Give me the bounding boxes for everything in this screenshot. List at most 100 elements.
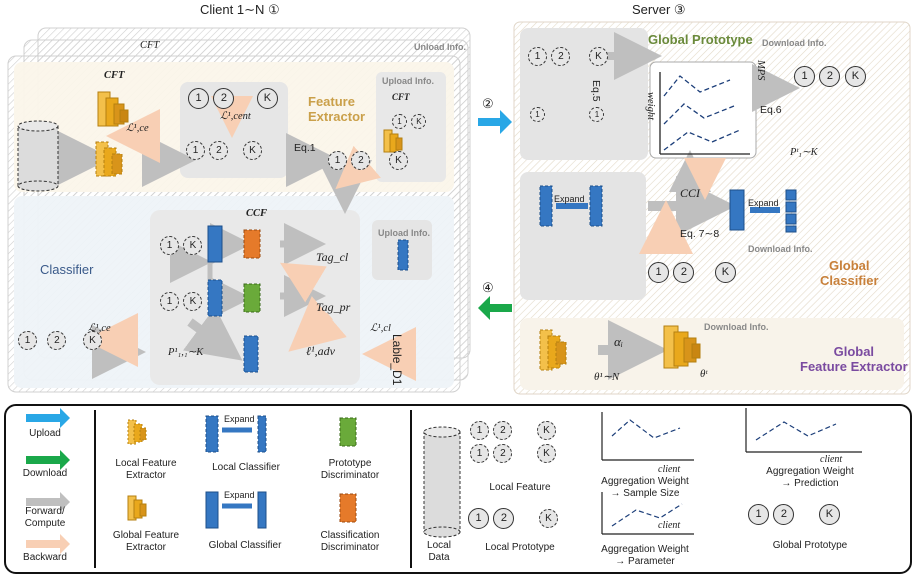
legend-global-fe-icon — [127, 495, 147, 521]
server-global-classifier-protos: 1 2 K — [648, 262, 736, 283]
loss-adv-label: ℓ¹,adv — [306, 344, 335, 358]
global-prototype-1: 1 — [794, 66, 815, 87]
feature-k: K — [82, 331, 102, 350]
legend-global-prototype-label: Global Prototype — [772, 540, 848, 551]
download-info-label-2: Download Info. — [748, 244, 813, 254]
cci-label: CCI — [680, 186, 701, 200]
legend-param-weight-plot — [601, 492, 694, 535]
global-prototype-2: 2 — [673, 262, 695, 283]
legend-divider — [410, 410, 412, 568]
feature-2: 2 — [47, 331, 67, 350]
forward-arrow — [183, 306, 243, 361]
legend-global-prototype-icons: 1 2 K — [748, 504, 840, 525]
legend-local-fe-label: Local Feature Extractor — [115, 458, 177, 481]
local-feature-row: 1 2 K — [186, 140, 262, 160]
global-prototype-1: 1 — [648, 262, 669, 283]
loss-ce-classifier-label: ℒ¹,ce — [88, 323, 111, 334]
prototype-2: 2 — [493, 508, 515, 529]
server-weight-axis: weight — [645, 92, 656, 120]
feature-k: K — [183, 292, 203, 311]
legend-client-axis: client — [658, 520, 681, 531]
proto-k-label: Pᵗ₁∼K — [790, 147, 818, 158]
eq1-label: Eq.1 — [294, 142, 316, 154]
global-prototype-2: 2 — [773, 504, 795, 525]
global-classifier-title-line2: Classifier — [820, 273, 879, 288]
feature-2: 2 — [209, 141, 229, 160]
proto-ck-label: P¹₁,₁∼K — [168, 347, 204, 358]
prototype-1: 1 — [468, 508, 489, 529]
client-title: Client 1∼N ① — [200, 2, 280, 18]
global-classifier-icon — [207, 225, 223, 263]
local-feature-extractor-icon — [97, 91, 129, 127]
client-title-text: Client 1∼N — [200, 2, 265, 17]
prototype-1: 1 — [160, 236, 179, 255]
global-fe-title-line1: Global — [833, 344, 875, 359]
legend-agg-param-label: Aggregation Weight → Parameter — [601, 544, 689, 567]
ccf-proto-stack: 1 K — [160, 230, 203, 255]
legend-local-classifier-icon — [205, 415, 219, 453]
feature-extractor-title-line1: Feature — [308, 94, 355, 109]
global-prototype-k: K — [818, 504, 840, 525]
legend-forward-label: Forward/ Compute — [24, 506, 66, 529]
legend-box — [4, 404, 912, 574]
feature-1: 1 — [18, 331, 37, 350]
legend-global-classifier-label: Global Classifier — [208, 540, 282, 551]
legend-download-label: Download — [22, 468, 68, 479]
client-step-badge: ① — [267, 2, 280, 17]
legend-expanded-classifier — [257, 415, 267, 453]
feature-1: 1 — [470, 421, 489, 440]
cft-back-label: CFT — [140, 40, 160, 51]
prototype-1: 1 — [188, 88, 209, 109]
loss-ce-label: ℒ¹,ce — [126, 123, 149, 134]
tag-cl-label: Tag_cl — [316, 250, 349, 264]
upload-arrow — [478, 110, 512, 134]
server-local-fe-stack — [539, 329, 567, 371]
global-prototype-2: 2 — [819, 66, 841, 87]
eq5-label: Eq.5 — [590, 80, 602, 102]
upload-legend-arrow — [26, 408, 70, 428]
upload-step-badge: ② — [482, 96, 494, 111]
download-legend-arrow — [26, 450, 70, 470]
classifier-title: Classifier — [40, 262, 94, 277]
legend-classification-discriminator-icon — [339, 493, 357, 523]
feature-k: K — [536, 444, 556, 463]
classifier-feature-row: 1 2 K — [18, 330, 102, 350]
prototype-k: K — [388, 151, 408, 170]
legend-expanded-classifier — [257, 491, 267, 529]
server-expanded-classifier — [785, 189, 797, 233]
server-classifier-box — [520, 172, 646, 300]
legend-local-prototype-icons: 1 2 K — [468, 508, 558, 529]
legend-agg-sample-label: Aggregation Weight → Sample Size — [601, 476, 689, 499]
legend-divider — [94, 410, 96, 568]
classification-discriminator-icon — [243, 229, 261, 259]
backward-arrow — [288, 296, 347, 352]
feature-1: 1 — [470, 444, 489, 463]
global-prototype-k: K — [714, 262, 736, 283]
eq6-label: Eq.6 — [760, 104, 782, 116]
prototype-n: 1 — [589, 107, 605, 122]
ccf-label: CCF — [246, 208, 268, 219]
feature-extractor-title: Feature Extractor — [308, 94, 365, 124]
legend-client-axis: client — [658, 464, 681, 475]
server-step-badge: ③ — [673, 2, 686, 17]
expand-label: Expand — [554, 194, 585, 204]
prototype-discriminator-icon — [243, 283, 261, 313]
feature-2: 2 — [493, 421, 513, 440]
legend-global-fe-label: Global Feature Extractor — [112, 530, 180, 553]
prototype-k: K — [538, 509, 558, 528]
legend-graphics — [26, 408, 862, 554]
prototype-k: K — [588, 47, 608, 66]
prototype-2: 2 — [351, 151, 371, 170]
feature-2: 2 — [493, 444, 513, 463]
ccf-feature-stack: 1 K — [160, 286, 203, 311]
server-weight-curves — [659, 72, 750, 155]
backward-arrow — [279, 262, 327, 303]
feature-k: K — [242, 141, 262, 160]
alpha-i-label: αᵢ — [614, 334, 623, 349]
diagram-canvas — [7, 21, 911, 395]
server-local-classifiers — [539, 185, 603, 227]
legend-upload-label: Upload — [29, 428, 61, 439]
server-global-proto-column: 1 2 K — [794, 52, 866, 87]
loss-cent-label: ℒ¹,cent — [220, 111, 251, 122]
global-classifier-title: Global Classifier — [820, 258, 879, 288]
